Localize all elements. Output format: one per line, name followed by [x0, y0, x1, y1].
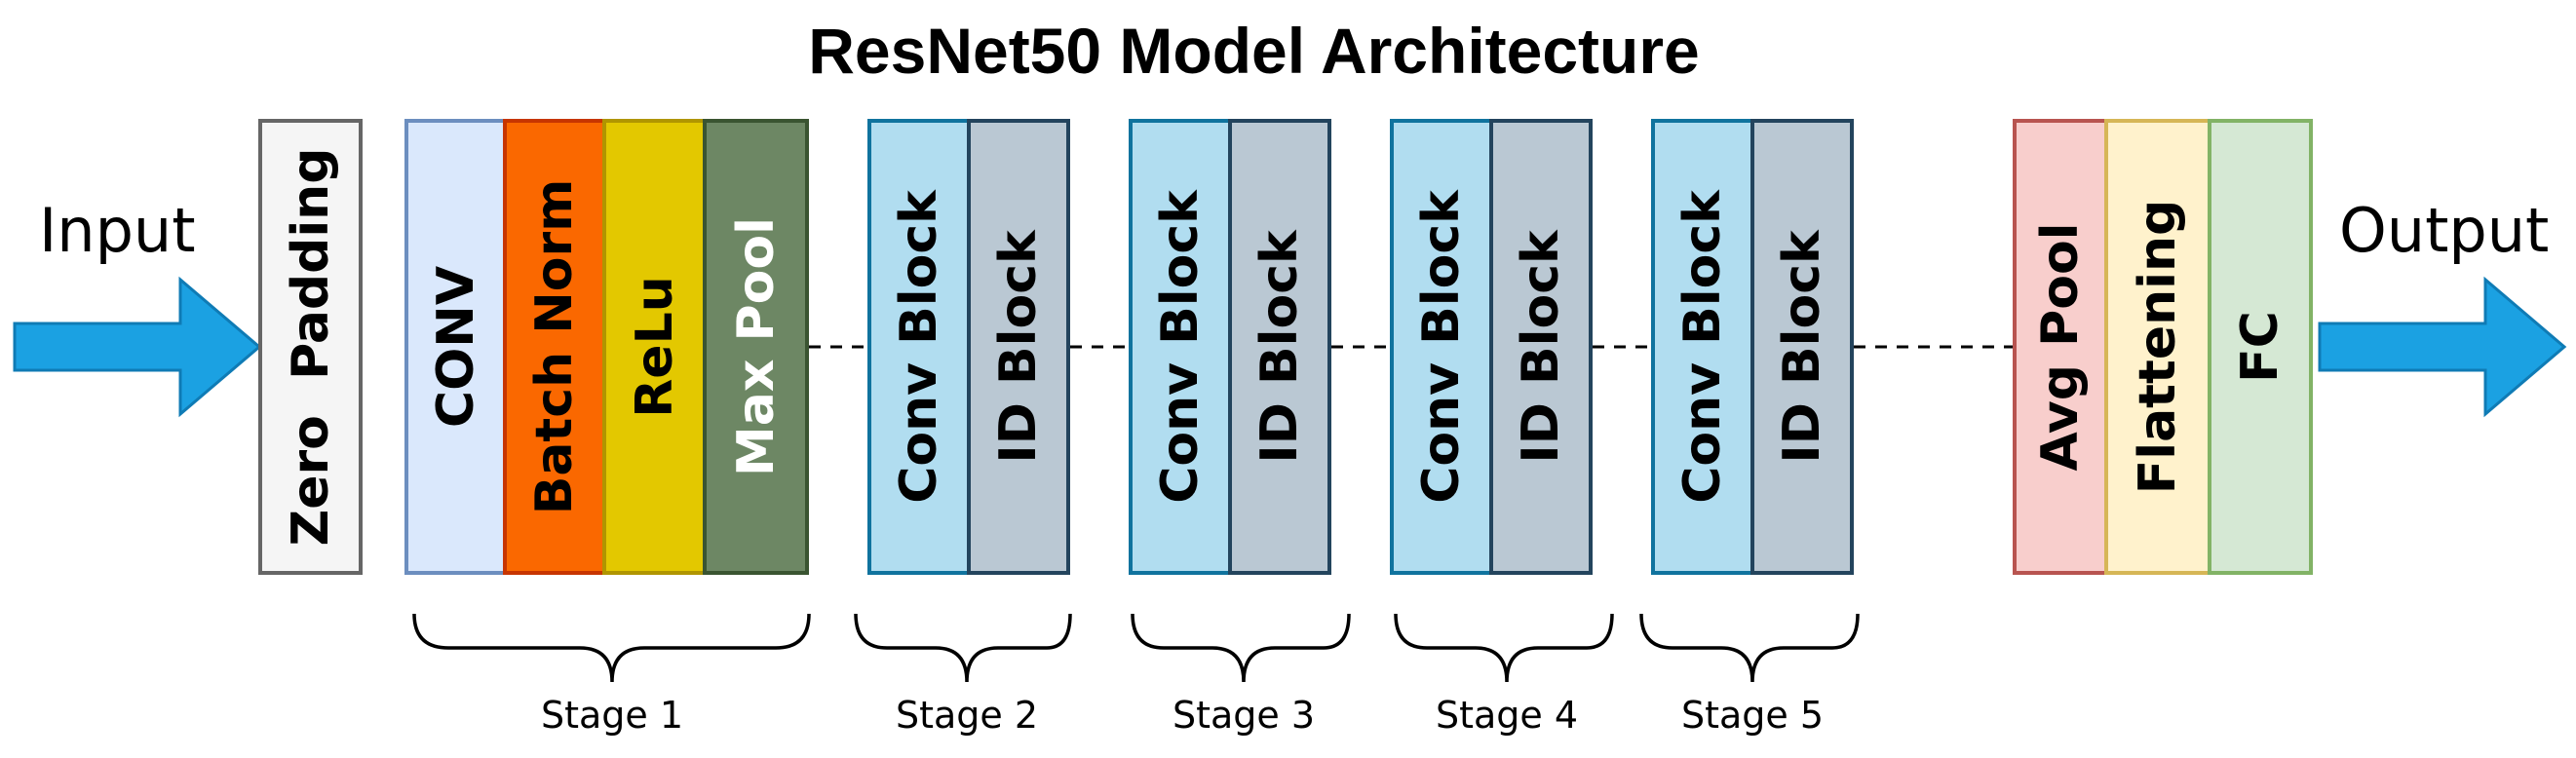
- relu-label: ReLu: [625, 276, 684, 418]
- conv-block-stage3: Conv Block: [1129, 119, 1232, 575]
- diagram-title: ResNet50 Model Architecture: [808, 15, 1700, 87]
- zero-padding-block: Zero Padding: [258, 119, 363, 575]
- conv-block-label: Conv Block: [890, 190, 948, 504]
- conv-block-label: Conv Block: [1673, 190, 1732, 504]
- stage-label-5: Stage 5: [1680, 694, 1825, 737]
- input-label: Input: [39, 195, 196, 266]
- stage-label-3: Stage 3: [1172, 694, 1316, 737]
- conv-block-stage4: Conv Block: [1390, 119, 1493, 575]
- max-pool-block: Max Pool: [703, 119, 809, 575]
- avg-pool-block: Avg Pool: [2013, 119, 2108, 575]
- input-arrow-icon: [13, 276, 262, 418]
- stage-label-1: Stage 1: [540, 694, 684, 737]
- id-block-label: ID Block: [989, 230, 1048, 464]
- id-block-stage2: ID Block: [967, 119, 1070, 575]
- stage1-brace: [412, 613, 811, 683]
- id-block-stage4: ID Block: [1489, 119, 1593, 575]
- relu-block: ReLu: [602, 119, 707, 575]
- stage2-brace: [854, 613, 1072, 683]
- avg-pool-label: Avg Pool: [2031, 222, 2090, 472]
- batch-norm-label: Batch Norm: [525, 178, 584, 515]
- flattening-label: Flattening: [2129, 199, 2187, 495]
- flattening-block: Flattening: [2104, 119, 2211, 575]
- output-label: Output: [2339, 195, 2550, 266]
- max-pool-label: Max Pool: [726, 217, 786, 476]
- id-block-label: ID Block: [1773, 230, 1831, 464]
- conv-block-stage2: Conv Block: [867, 119, 971, 575]
- stage5-brace: [1639, 613, 1860, 683]
- conv-label: CONV: [426, 265, 485, 429]
- zero-padding-label: Zero Padding: [281, 147, 340, 547]
- conv-block-stage1: CONV: [404, 119, 507, 575]
- id-block-label: ID Block: [1250, 230, 1309, 464]
- stage-label-4: Stage 4: [1435, 694, 1579, 737]
- conv-block-stage5: Conv Block: [1651, 119, 1754, 575]
- fc-block: FC: [2208, 119, 2313, 575]
- id-block-label: ID Block: [1512, 230, 1570, 464]
- stage4-brace: [1394, 613, 1614, 683]
- conv-block-label: Conv Block: [1151, 190, 1210, 504]
- fc-label: FC: [2231, 311, 2289, 383]
- stage3-brace: [1131, 613, 1351, 683]
- conv-block-label: Conv Block: [1412, 190, 1471, 504]
- id-block-stage5: ID Block: [1750, 119, 1854, 575]
- batch-norm-block: Batch Norm: [503, 119, 606, 575]
- stage-label-2: Stage 2: [895, 694, 1039, 737]
- id-block-stage3: ID Block: [1228, 119, 1331, 575]
- output-arrow-icon: [2318, 276, 2567, 418]
